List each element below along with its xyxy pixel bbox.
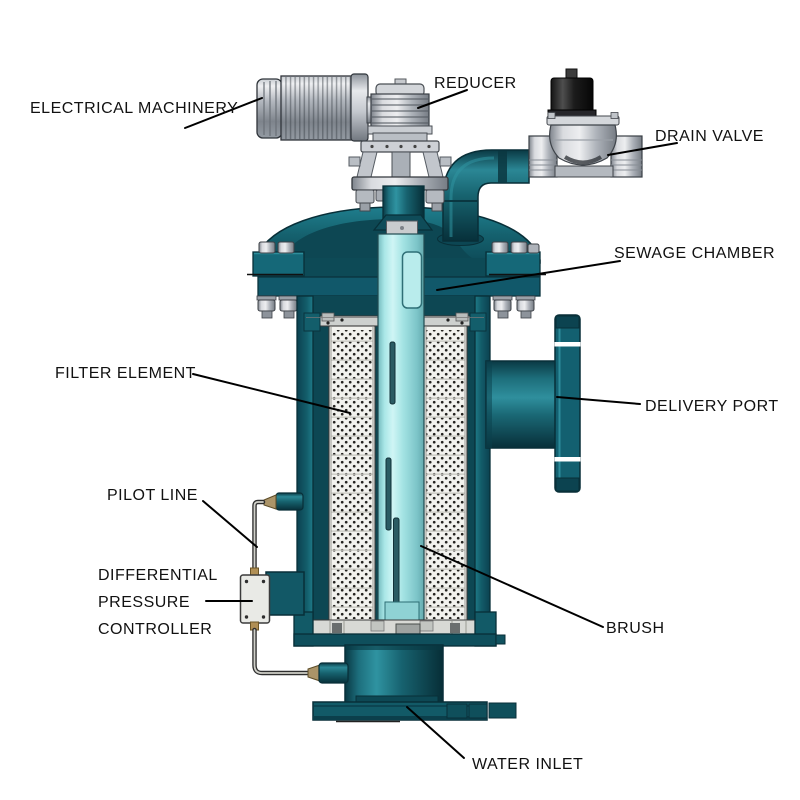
delivery-port-cylinder [485,360,561,449]
differential-pressure-controller [239,574,271,624]
motor [256,73,381,142]
label-pilot-line: PILOT LINE [107,487,198,504]
label-dpc-line1: DIFFERENTIAL [98,567,218,584]
label-dpc-line3: CONTROLLER [98,621,212,638]
inlet-flange-bolts [446,702,517,719]
solenoid-coil [550,77,594,114]
leader-lines [184,89,678,759]
label-reducer: REDUCER [434,75,517,92]
reducer [367,78,433,142]
pilot-lower-cone [307,664,321,682]
flange-left-block [252,251,305,277]
leader-electrical-machinery [184,97,263,129]
delivery-port [485,314,581,493]
leader-filter-element [192,373,351,414]
leader-water-inlet [406,706,465,759]
labels: ELECTRICAL MACHINERY REDUCER DRAIN VALVE… [30,75,779,773]
flange-top-bolts [258,241,540,254]
label-water-inlet: WATER INLET [472,756,583,773]
leader-brush [420,545,604,628]
label-drain-valve: DRAIN VALVE [655,128,764,145]
pilot-upper-cone [263,494,277,510]
vessel-wall-left [296,295,314,619]
drain-valve [528,68,643,178]
bracket-column [391,151,411,179]
drain-elbow-pipe [437,149,530,246]
delivery-port-flange [554,314,581,493]
leader-reducer [417,89,468,109]
label-filter-element: FILTER ELEMENT [55,365,196,382]
vessel-bottom [293,611,506,647]
leader-drain-valve [607,142,678,156]
valve-body [549,124,617,166]
label-brush: BRUSH [606,620,665,637]
vessel-wall-right [474,295,491,619]
pilot-line-system [239,492,349,684]
shaft-bottom-step [384,601,420,623]
valve-bonnet-flange [546,115,620,126]
filter-element-left [328,325,376,623]
leader-delivery-port [556,396,641,405]
label-dpc-line2: PRESSURE [98,594,190,611]
motor-bearing-ring [350,73,369,142]
brush-strips [385,341,400,605]
pilot-lower-fitting [318,662,349,684]
sewage-chamber-window [401,251,423,309]
label-sewage-chamber: SEWAGE CHAMBER [614,245,775,262]
label-electrical-machinery: ELECTRICAL MACHINERY [30,100,238,117]
leader-pilot-line [202,500,258,548]
motor-cooling-fins [282,77,351,139]
mount-bracket [348,140,452,212]
pilot-tube-upper [252,499,266,572]
label-delivery-port: DELIVERY PORT [645,398,779,415]
pilot-upper-fitting [275,492,304,511]
water-inlet [312,644,517,723]
brush-shaft [377,220,425,623]
solenoid-screw [565,68,578,79]
pipe-seam [498,150,507,183]
controller-mount-block [265,571,305,616]
leader-sewage-chamber [436,260,621,291]
filter-element-right [423,325,468,623]
flange-right-block [485,251,541,277]
flange-bottom-nuts [256,295,536,319]
